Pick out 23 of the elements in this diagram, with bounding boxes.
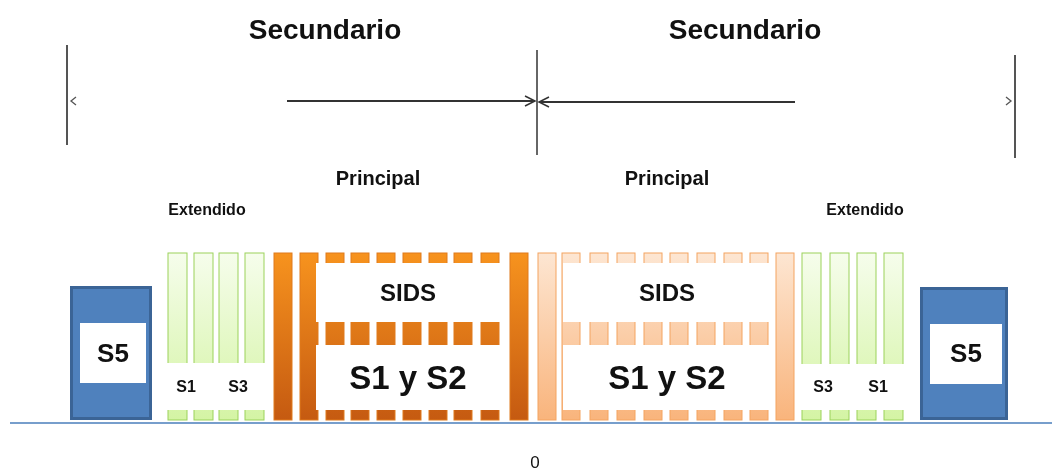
segment-box (70, 286, 152, 420)
segment-label: S1 (868, 378, 888, 396)
segment-label: S3 (813, 378, 833, 396)
segment-label: S5 (950, 338, 982, 369)
band-label: Secundario (248, 14, 402, 46)
label-panel (563, 263, 771, 322)
band-label: Extendido (826, 201, 904, 219)
segment-label: SIDS (639, 278, 695, 307)
axis-tick-label: 0 (530, 453, 540, 473)
segment-label: S3 (228, 378, 248, 396)
band-label: Principal (624, 166, 710, 190)
segment-box (920, 287, 1008, 420)
segment-label: S1 (176, 378, 196, 396)
segment-label: S5 (97, 337, 129, 369)
segment-label: SIDS (380, 278, 436, 307)
label-panel (563, 345, 771, 410)
band-label: Extendido (168, 201, 246, 219)
band-label: Principal (335, 166, 421, 190)
label-panel (316, 263, 500, 322)
band-label: Secundario (668, 14, 822, 46)
segment-label: S1 y S2 (349, 358, 467, 397)
segment-label: S1 y S2 (608, 358, 726, 397)
label-panel (316, 345, 500, 410)
